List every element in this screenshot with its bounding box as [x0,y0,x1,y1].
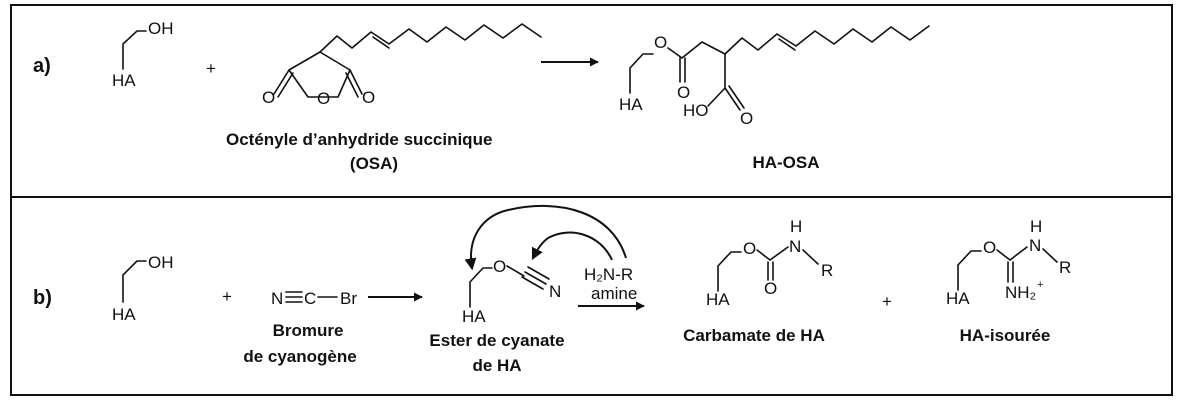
ha-oh-reactant-a: OH HA [112,19,174,90]
oh-label: OH [148,19,174,38]
oh-label: OH [148,253,174,272]
carbamate-product: O O H N R HA [706,217,833,309]
product-ha-label: HA [619,95,643,114]
carbamate-name: Carbamate de HA [683,326,825,345]
amine-name: amine [591,284,637,303]
isourea-nh2: NH₂ [1005,283,1036,302]
plus-sign-b1: + [222,287,232,306]
carbamate-o-carbonyl: O [764,279,777,298]
carbamate-h: H [790,217,802,236]
plus-sign-a: + [206,59,216,78]
ha-label: HA [112,71,136,90]
isourea-n: N [1029,236,1041,255]
product-name-ha-osa: HA-OSA [752,153,819,172]
cnbr-name-line2: de cyanogène [243,347,356,366]
product-o-carbonyl: O [677,83,690,102]
osa-name-line1: Octényle d’anhydride succinique [226,130,492,149]
ester-ha: HA [462,307,486,326]
ha-label: HA [112,305,136,324]
amine-formula: H₂N-R [584,265,633,284]
isourea-h: H [1030,217,1042,236]
part-label-a: a) [33,55,51,77]
carbamate-ha: HA [706,290,730,309]
isourea-o: O [983,238,996,257]
plus-sign-b2: + [882,292,892,311]
product-o-ester: O [654,33,667,52]
carbamate-r: R [821,261,833,280]
product-o-acid: O [740,109,753,128]
isourea-name: HA-isourée [960,326,1051,345]
cnbr-br: Br [340,289,357,308]
osa-o-left: O [262,88,275,107]
ha-oh-reactant-b: OH HA [112,253,174,324]
cnbr-name-line1: Bromure [273,321,344,340]
isourea-product: O H N R NH₂ + HA [946,217,1071,308]
product-ho-label: HO [683,101,709,120]
ester-name-line2: de HA [472,356,521,375]
isourea-charge: + [1037,279,1043,291]
ha-osa-product: O O HA HO O [619,25,930,128]
outer-frame [10,4,1173,396]
osa-name-line2: (OSA) [350,154,398,173]
cyanate-ester: O N HA [462,257,561,326]
ester-n: N [549,282,561,301]
isourea-r: R [1059,258,1071,277]
cnbr-c: C [304,289,316,308]
osa-o-right: O [362,88,375,107]
curved-arrow-inner [531,231,613,261]
ester-name-line1: Ester de cyanate [429,331,564,350]
carbamate-o: O [743,239,756,258]
isourea-ha: HA [946,289,970,308]
carbamate-n: N [789,237,801,256]
curved-arrow-outer [464,204,627,271]
ester-o: O [493,257,506,276]
cyanogen-bromide: N C Br [271,289,357,308]
cnbr-n: N [271,289,283,308]
part-label-b: b) [33,287,52,309]
osa-o-ring: O [317,89,330,108]
osa-molecule: O O O [262,23,542,108]
